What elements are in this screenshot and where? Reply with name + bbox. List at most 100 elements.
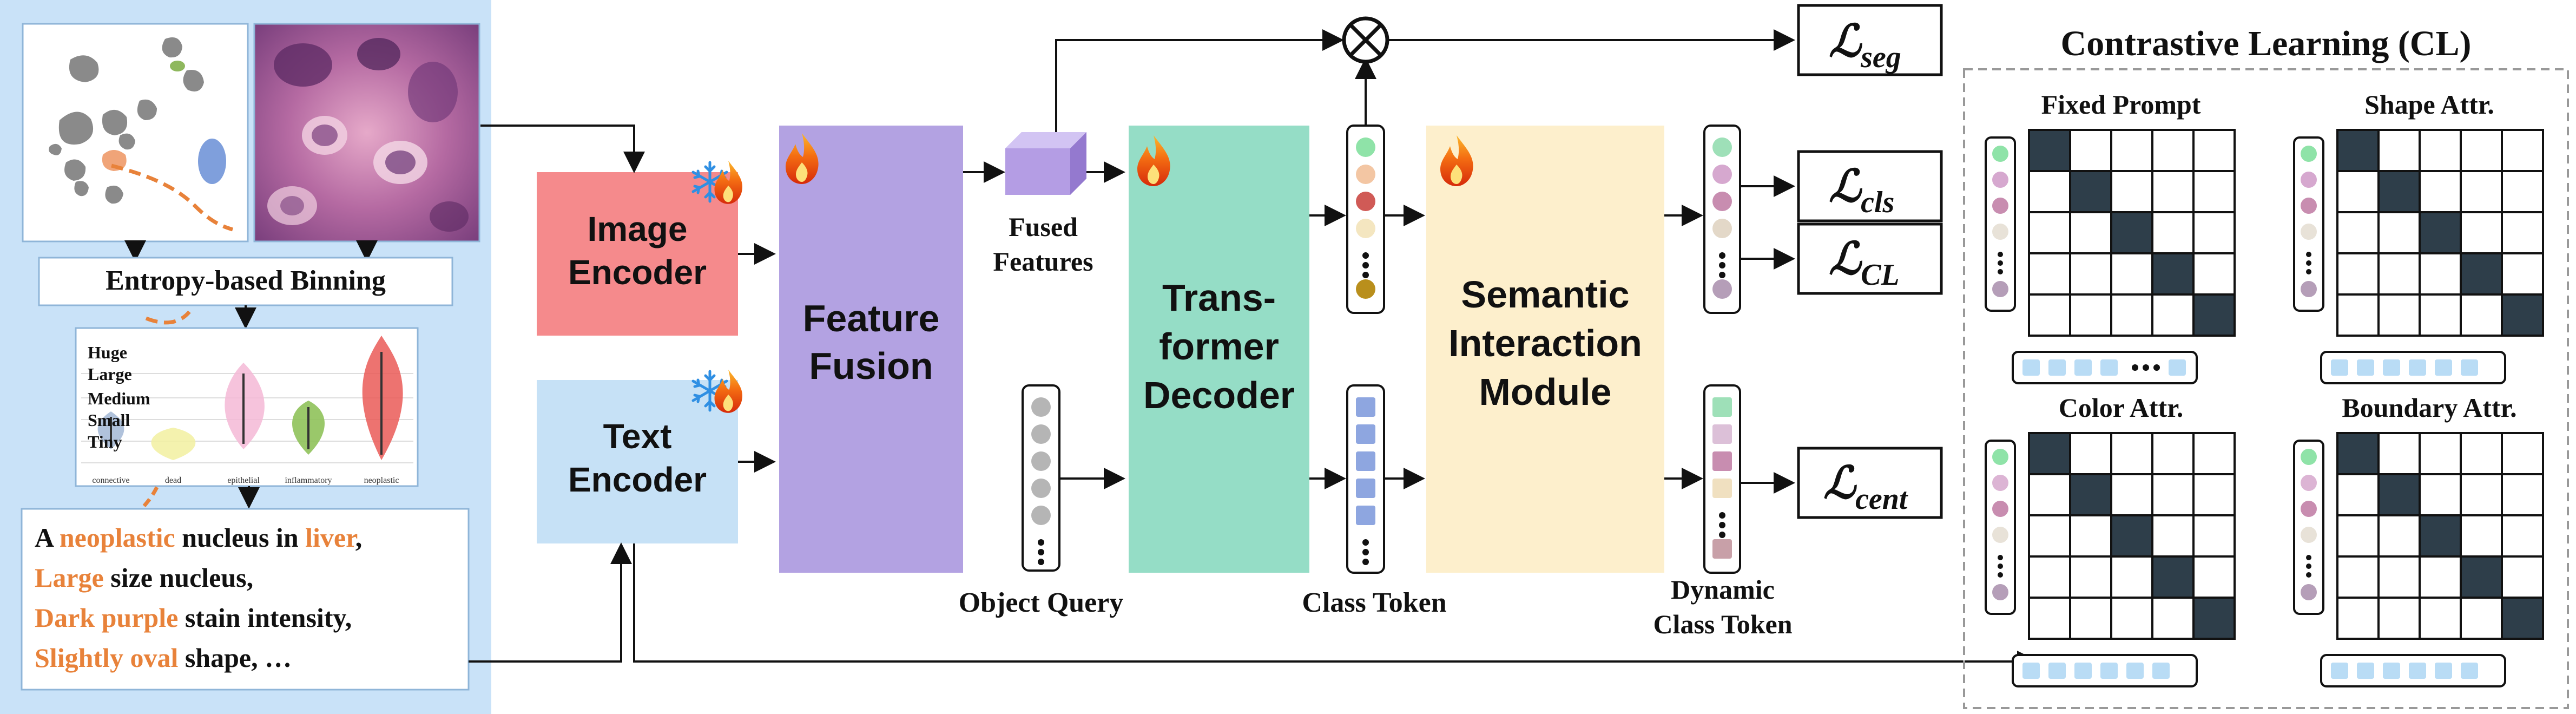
- violin-size-label: Small: [88, 410, 130, 430]
- prompt-line: Large size nucleus,: [35, 562, 253, 593]
- text-encoder-label-2: Encoder: [568, 460, 707, 499]
- token-square: [2100, 359, 2118, 376]
- loss-cl-box: ℒCL: [1797, 222, 1943, 295]
- matrix-cell: [2460, 514, 2503, 558]
- matrix-cell: [2028, 211, 2071, 254]
- text-encoder-label-1: Text: [603, 417, 672, 456]
- contrastive-panel: Shape Attr.: [2293, 89, 2544, 384]
- matrix-cell: [2501, 129, 2544, 172]
- token-circle: [1712, 137, 1732, 157]
- matrix-cell-positive: [2336, 129, 2380, 172]
- token-square: [1712, 479, 1732, 498]
- contrastive-panel: Fixed Prompt: [1985, 89, 2236, 384]
- ellipsis-icon: [1998, 564, 2003, 569]
- token-circle: [1031, 479, 1051, 498]
- token-circle: [1992, 527, 2008, 543]
- loss-cls-main: ℒ: [1829, 162, 1862, 211]
- matrix-cell: [2377, 514, 2421, 558]
- token-circle: [2301, 146, 2317, 162]
- ellipsis-icon: [2306, 564, 2311, 569]
- token-square: [2022, 663, 2040, 679]
- svg-text:ℒcent: ℒcent: [1823, 458, 1908, 516]
- contrastive-learning-panel: Contrastive Learning (CL): [1963, 22, 2569, 709]
- matrix-cell: [2336, 514, 2380, 558]
- fused-features-cube: [1005, 132, 1086, 195]
- contrastive-panel: Boundary Attr.: [2293, 392, 2544, 687]
- token-square: [2152, 663, 2170, 679]
- ellipsis-icon: [2306, 252, 2311, 257]
- matrix-cell: [2336, 211, 2380, 254]
- prompt-highlight: Large: [35, 562, 104, 593]
- token-circle: [1031, 424, 1051, 444]
- loss-cl-sub: CL: [1861, 258, 1900, 292]
- matrix-cell: [2501, 170, 2544, 213]
- matrix-cell: [2377, 555, 2421, 599]
- prompt-text: nucleus in: [175, 522, 305, 553]
- token-circle: [1031, 451, 1051, 471]
- prompt-text: ,: [355, 522, 363, 553]
- token-square: [2048, 359, 2066, 376]
- matrix-cell: [2419, 555, 2462, 599]
- token-circle: [1356, 192, 1375, 211]
- matrix-cell-positive: [2419, 211, 2462, 254]
- token-circle: [1712, 279, 1732, 299]
- matrix-cell: [2336, 170, 2380, 213]
- ellipsis-icon: [2306, 555, 2311, 560]
- violin-category-label: connective: [92, 476, 129, 485]
- ellipsis-icon: [1998, 260, 2003, 266]
- token-circle: [2301, 475, 2317, 491]
- matrix-cell: [2069, 555, 2112, 599]
- matrix-cell-positive: [2110, 514, 2153, 558]
- matrix-cell: [2192, 432, 2236, 475]
- loss-cent-main: ℒ: [1823, 458, 1857, 508]
- matrix-cell: [2151, 432, 2195, 475]
- ellipsis-icon: [2306, 269, 2311, 274]
- matrix-cell: [2377, 129, 2421, 172]
- token-square: [2383, 663, 2400, 679]
- matrix-cell: [2377, 211, 2421, 254]
- violin-size-label: Huge: [88, 343, 127, 362]
- token-square: [1356, 424, 1375, 444]
- prompt-highlight: Dark purple: [35, 602, 178, 633]
- token-circle: [1992, 172, 2008, 188]
- matrix-cell-positive: [2501, 293, 2544, 337]
- matrix-cell: [2192, 170, 2236, 213]
- matrix-cell: [2460, 473, 2503, 516]
- matrix-cell: [2192, 252, 2236, 296]
- matrix-cell: [2028, 555, 2071, 599]
- prompt-line: A neoplastic nucleus in liver,: [35, 522, 362, 553]
- violin-size-label: Tiny: [88, 432, 122, 451]
- prompt-highlight: neoplastic: [60, 522, 175, 553]
- matrix-cell: [2501, 514, 2544, 558]
- token-circle: [1712, 219, 1732, 238]
- token-square: [2074, 663, 2092, 679]
- violin-size-label: Medium: [88, 389, 150, 408]
- ellipsis-icon: [1719, 272, 1725, 278]
- matrix-cell: [2419, 252, 2462, 296]
- matrix-cell: [2110, 432, 2153, 475]
- multiply-icon: [1342, 16, 1389, 64]
- token-square: [2048, 663, 2066, 679]
- matrix-cell: [2192, 129, 2236, 172]
- token-circle: [1712, 165, 1732, 184]
- svg-text:ℒCL: ℒCL: [1829, 234, 1900, 292]
- matrix-cell-positive: [2110, 211, 2153, 254]
- matrix-cell: [2501, 211, 2544, 254]
- matrix-cell: [2151, 473, 2195, 516]
- matrix-cell: [2151, 597, 2195, 640]
- matrix-cell: [2028, 514, 2071, 558]
- matrix-cell: [2028, 597, 2071, 640]
- prompt-line: Dark purple stain intensity,: [35, 602, 352, 633]
- token-circle: [2301, 449, 2317, 465]
- violin-category-label: neoplastic: [364, 476, 399, 485]
- token-square: [1712, 397, 1732, 417]
- matrix-cell: [2501, 555, 2544, 599]
- matrix-cell-positive: [2419, 514, 2462, 558]
- loss-cent-sub: cent: [1855, 482, 1908, 516]
- matrix-cell: [2069, 129, 2112, 172]
- dynamic-token-label-2: Class Token: [1653, 609, 1792, 639]
- token-square: [2435, 359, 2452, 376]
- violin-category-label: inflammatory: [285, 476, 332, 485]
- token-square: [1356, 479, 1375, 498]
- ellipsis-icon: [1998, 555, 2003, 560]
